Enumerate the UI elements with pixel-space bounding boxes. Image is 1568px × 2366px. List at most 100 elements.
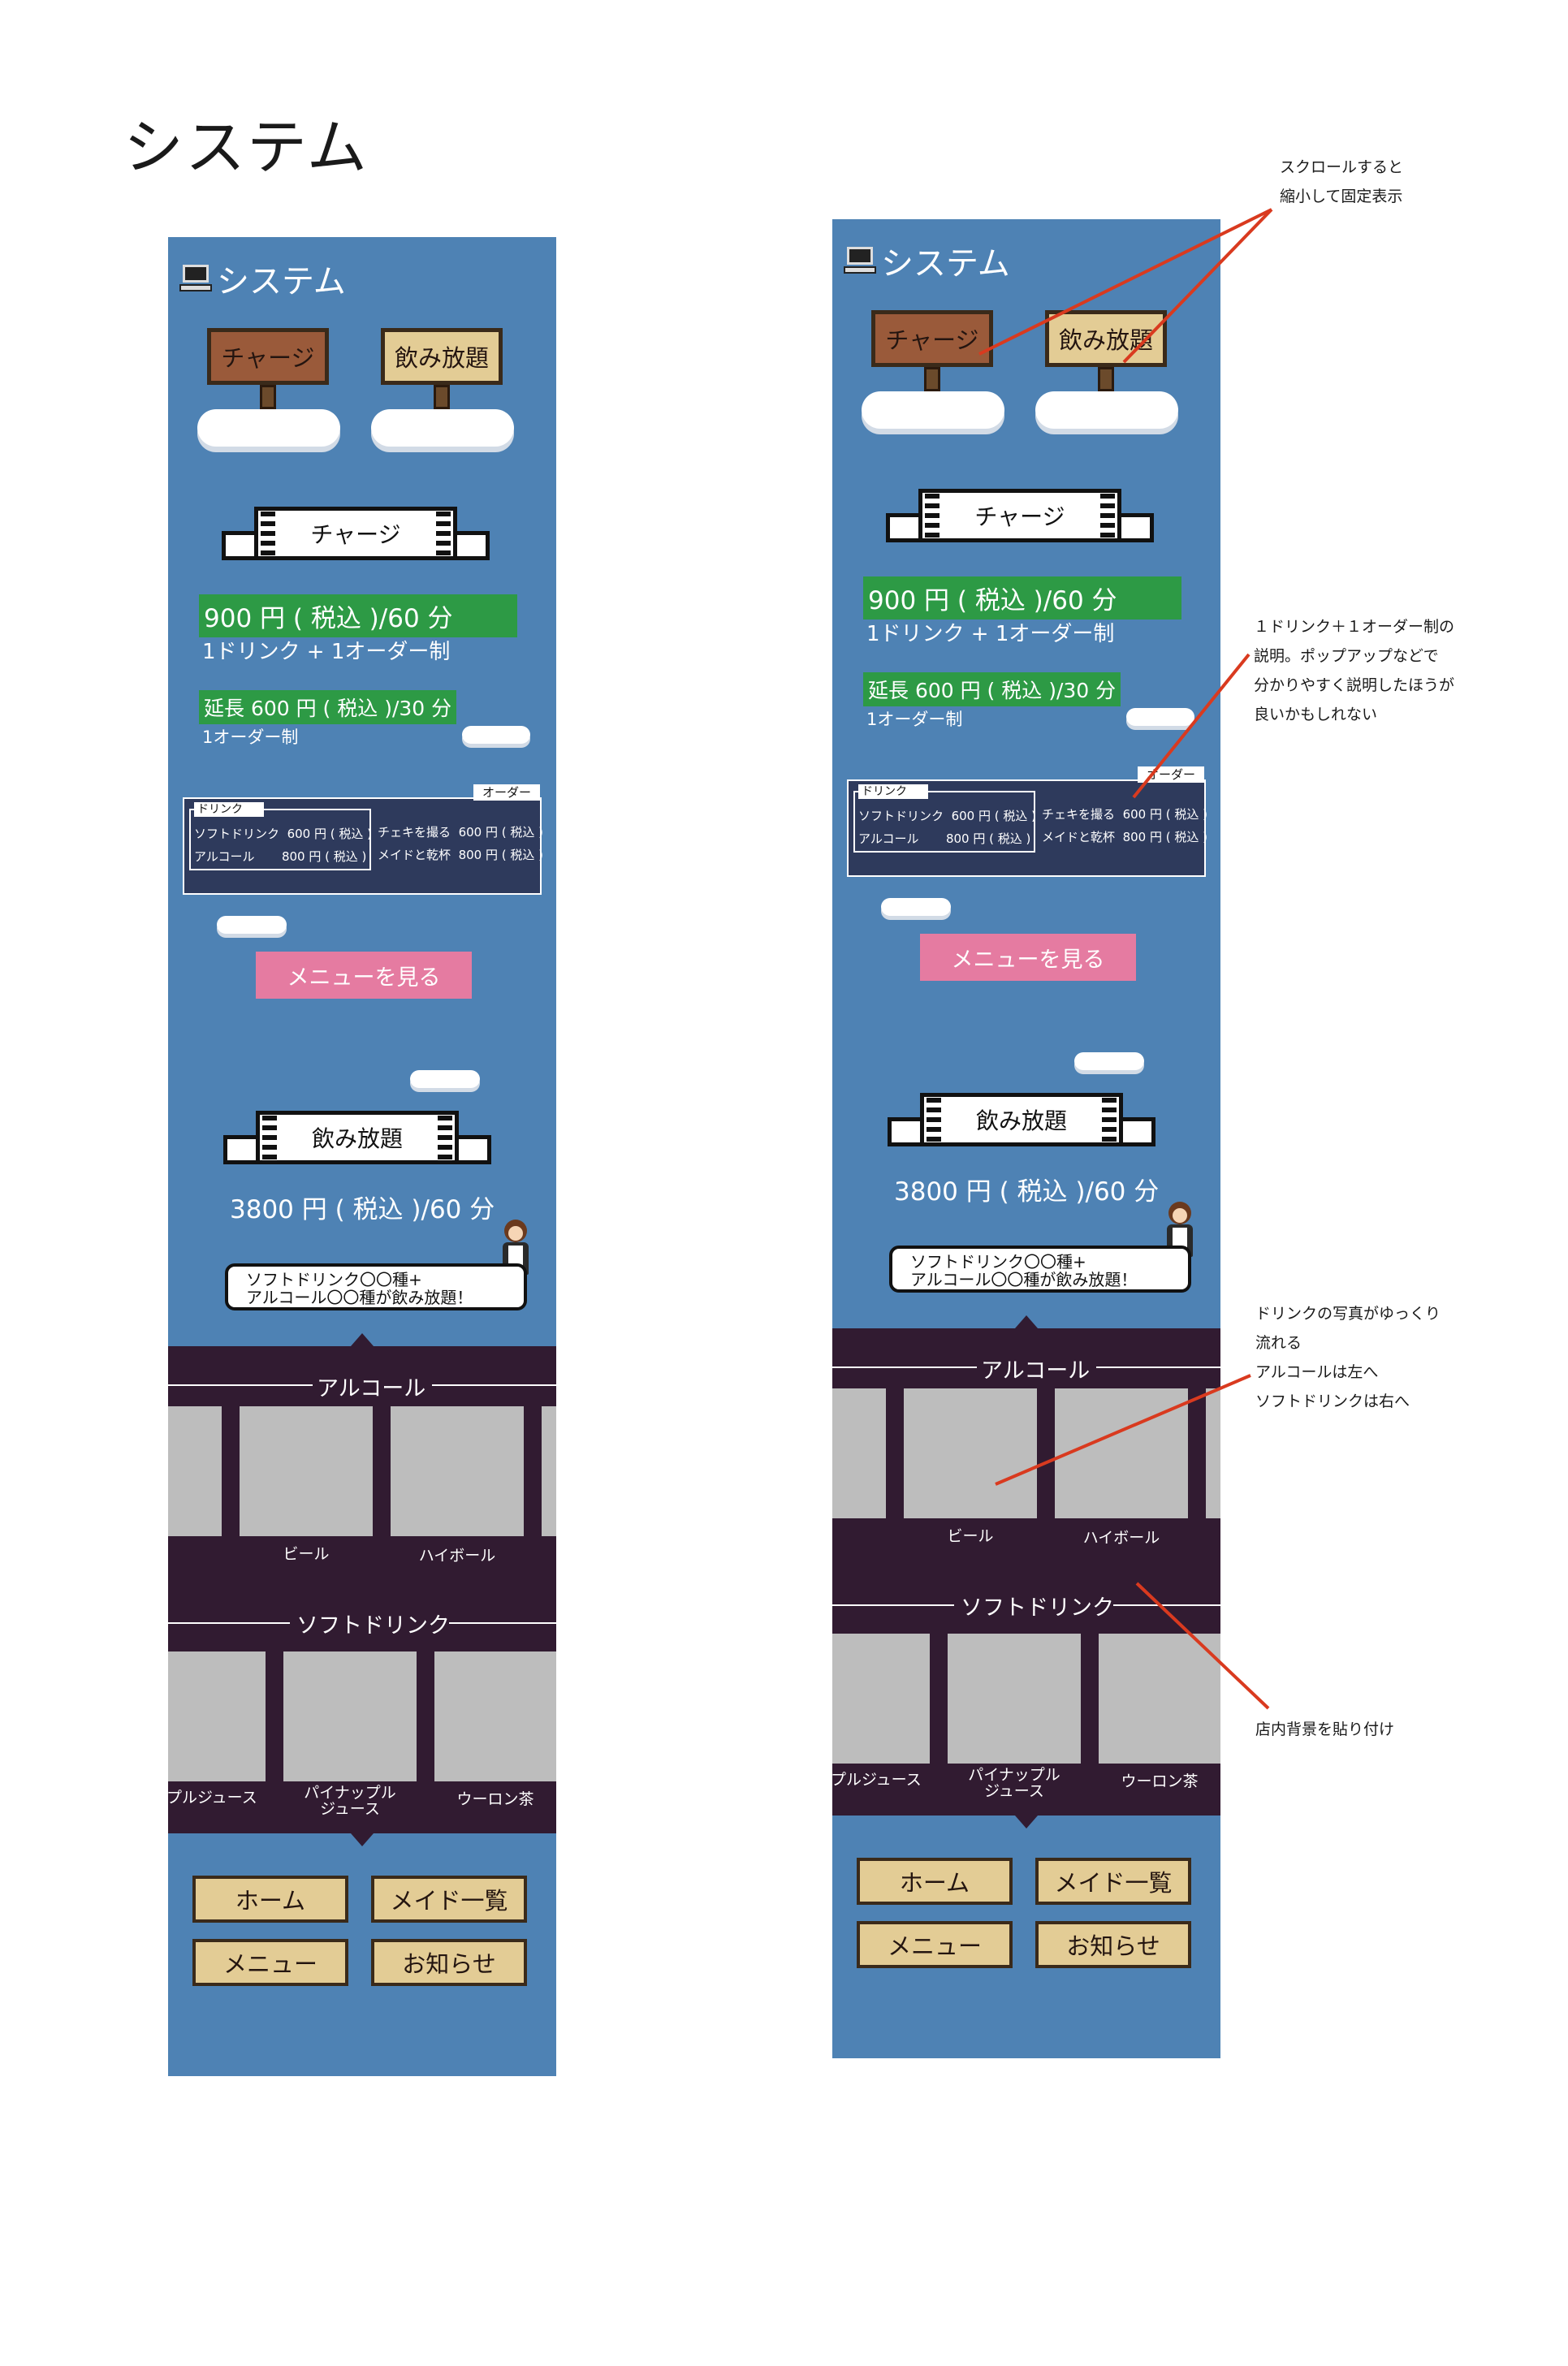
photo-label: ハイボール [1082, 1529, 1160, 1547]
drink-tab: ドリンク [194, 802, 264, 817]
bubble-line-2: アルコール〇〇種が飲み放題！ [910, 1270, 1138, 1289]
alcohol-title: アルコール [317, 1376, 426, 1401]
charge-sign-board: チャージ [871, 310, 993, 367]
bubble-line-1: ソフトドリンク〇〇種+ [246, 1270, 422, 1289]
photo-item [391, 1406, 524, 1536]
photo-label: ウーロン茶 [456, 1790, 534, 1808]
cloud [217, 916, 287, 934]
photo-item [542, 1406, 556, 1536]
photo-label: ビール [947, 1527, 994, 1545]
system-title-text: システム [217, 263, 346, 300]
order-tab: オーダー [473, 784, 540, 801]
photo-item [1055, 1388, 1188, 1518]
nomihoudai-sign[interactable]: 飲み放題 [1045, 310, 1167, 391]
bubble-line-2: アルコール〇〇種が飲み放題！ [246, 1288, 473, 1307]
nomihoudai-sign-board: 飲み放題 [381, 328, 503, 385]
nav-home-button[interactable]: ホーム [857, 1858, 1013, 1905]
nomihoudai-sign[interactable]: 飲み放題 [381, 328, 503, 409]
photo-label: パイナップル ジュース [304, 1784, 396, 1818]
charge-sign-board: チャージ [207, 328, 329, 385]
nomihoudai-price: 3800 円 ( 税込 )/60 分 [230, 1195, 495, 1224]
annotation-photo-scroll: ドリンクの写真がゆっくり 流れる アルコールは左へ ソフトドリンクは右へ [1255, 1305, 1441, 1410]
drink-row: アルコール 800 円 ( 税込 ) [858, 831, 1031, 846]
mockup-annotated: システム チャージ 飲み放題 チャージ 900 円 ( 税込 )/60 分 1ド… [832, 219, 1220, 2058]
photo-item [1099, 1634, 1220, 1764]
photo-item [832, 1388, 886, 1518]
section-pointer [1015, 1315, 1038, 1328]
bubble-line-1: ソフトドリンク〇〇種+ [910, 1252, 1086, 1272]
photo-label: プルジュース [168, 1789, 257, 1807]
page-heading: システム [123, 113, 369, 183]
order-row: チェキを撮る 600 円 ( 税込 ) [1042, 807, 1207, 822]
order-row: チェキを撮る 600 円 ( 税込 ) [378, 825, 543, 840]
system-title: システム [179, 255, 346, 302]
computer-icon [844, 247, 876, 274]
charge-rule: 1ドリンク + 1オーダー制 [866, 622, 1115, 646]
drink-box: ドリンク ソフトドリンク 600 円 ( 税込 ) アルコール 800 円 ( … [853, 784, 1036, 853]
computer-icon [179, 265, 212, 292]
order-row: メイドと乾杯 800 円 ( 税込 ) [1042, 830, 1207, 844]
nomihoudai-banner-text: 飲み放題 [311, 1125, 403, 1152]
cloud [1035, 391, 1178, 429]
charge-sign[interactable]: チャージ [207, 328, 329, 409]
drink-row: アルコール 800 円 ( 税込 ) [194, 849, 367, 864]
nomihoudai-banner: 飲み放題 [888, 1093, 1155, 1153]
cloud [881, 898, 951, 916]
extension-rule: 1オーダー制 [202, 728, 299, 747]
nav-maid-list-button[interactable]: メイド一覧 [1035, 1858, 1191, 1905]
cloud [862, 391, 1004, 429]
cloud [1126, 708, 1194, 726]
nav-maid-list-button[interactable]: メイド一覧 [371, 1876, 527, 1923]
sign-post [434, 385, 450, 409]
order-tab: オーダー [1138, 766, 1204, 783]
softdrink-title: ソフトドリンク [961, 1595, 1114, 1621]
charge-banner-text: チャージ [974, 503, 1065, 530]
charge-price: 900 円 ( 税込 )/60 分 [863, 576, 1181, 620]
extension-price: 延長 600 円 ( 税込 )/30 分 [863, 672, 1121, 706]
charge-banner: チャージ [222, 507, 490, 567]
photo-item [1206, 1388, 1220, 1518]
nomihoudai-sign-board: 飲み放題 [1045, 310, 1167, 367]
drink-tab: ドリンク [858, 784, 928, 799]
price-table[interactable]: オーダー ドリンク ソフトドリンク 600 円 ( 税込 ) アルコール 800… [183, 784, 543, 895]
nomihoudai-banner-text: 飲み放題 [975, 1107, 1067, 1134]
softdrink-title: ソフトドリンク [296, 1613, 450, 1638]
extension-price: 延長 600 円 ( 税込 )/30 分 [199, 690, 457, 724]
nav-news-button[interactable]: お知らせ [371, 1939, 527, 1986]
sign-post [924, 367, 940, 391]
speech-bubble: ソフトドリンク〇〇種+ アルコール〇〇種が飲み放題！ [889, 1246, 1191, 1293]
mockup-default: システム チャージ 飲み放題 チャージ 900 円 ( 税込 )/60 分 1ド… [168, 237, 556, 2076]
nav-home-button[interactable]: ホーム [192, 1876, 348, 1923]
drink-photo-section: アルコール ビール ハイボール ソフトドリンク プルジュース パイナップル ジュ… [168, 1346, 556, 1833]
drink-row: ソフトドリンク 600 円 ( 税込 ) [858, 809, 1036, 823]
view-menu-button[interactable]: メニューを見る [256, 952, 472, 999]
drink-photo-section: アルコール ビール ハイボール ソフトドリンク プルジュース パイナップル ジュ… [832, 1328, 1220, 1816]
photo-item [168, 1406, 222, 1536]
system-title: システム [844, 237, 1010, 284]
drink-row: ソフトドリンク 600 円 ( 税込 ) [194, 827, 372, 841]
photo-item [434, 1651, 556, 1781]
system-title-text: システム [881, 245, 1010, 283]
annotation-background: 店内背景を貼り付け [1255, 1721, 1395, 1738]
photo-label: ハイボール [418, 1547, 496, 1565]
cloud [410, 1070, 480, 1088]
drink-box: ドリンク ソフトドリンク 600 円 ( 税込 ) アルコール 800 円 ( … [189, 802, 372, 870]
nav-menu-button[interactable]: メニュー [857, 1921, 1013, 1968]
photo-label: パイナップル ジュース [968, 1766, 1060, 1800]
photo-label: プルジュース [832, 1771, 922, 1789]
nomihoudai-price: 3800 円 ( 税込 )/60 分 [894, 1177, 1160, 1207]
annotation-sticky: スクロールすると 縮小して固定表示 [1280, 158, 1404, 205]
order-row: メイドと乾杯 800 円 ( 税込 ) [378, 848, 543, 862]
nav-menu-button[interactable]: メニュー [192, 1939, 348, 1986]
annotation-popup: １ドリンク＋１オーダー制の 説明。ポップアップなどで 分かりやすく説明したほうが… [1254, 618, 1455, 723]
charge-rule: 1ドリンク + 1オーダー制 [202, 640, 451, 664]
charge-banner: チャージ [886, 489, 1154, 549]
view-menu-button[interactable]: メニューを見る [920, 934, 1136, 981]
price-table[interactable]: オーダー ドリンク ソフトドリンク 600 円 ( 税込 ) アルコール 800… [847, 766, 1207, 877]
nav-news-button[interactable]: お知らせ [1035, 1921, 1191, 1968]
charge-sign[interactable]: チャージ [871, 310, 993, 391]
sign-post [260, 385, 276, 409]
cloud [371, 409, 514, 447]
speech-bubble: ソフトドリンク〇〇種+ アルコール〇〇種が飲み放題！ [225, 1263, 527, 1310]
photo-label: ウーロン茶 [1121, 1772, 1199, 1790]
